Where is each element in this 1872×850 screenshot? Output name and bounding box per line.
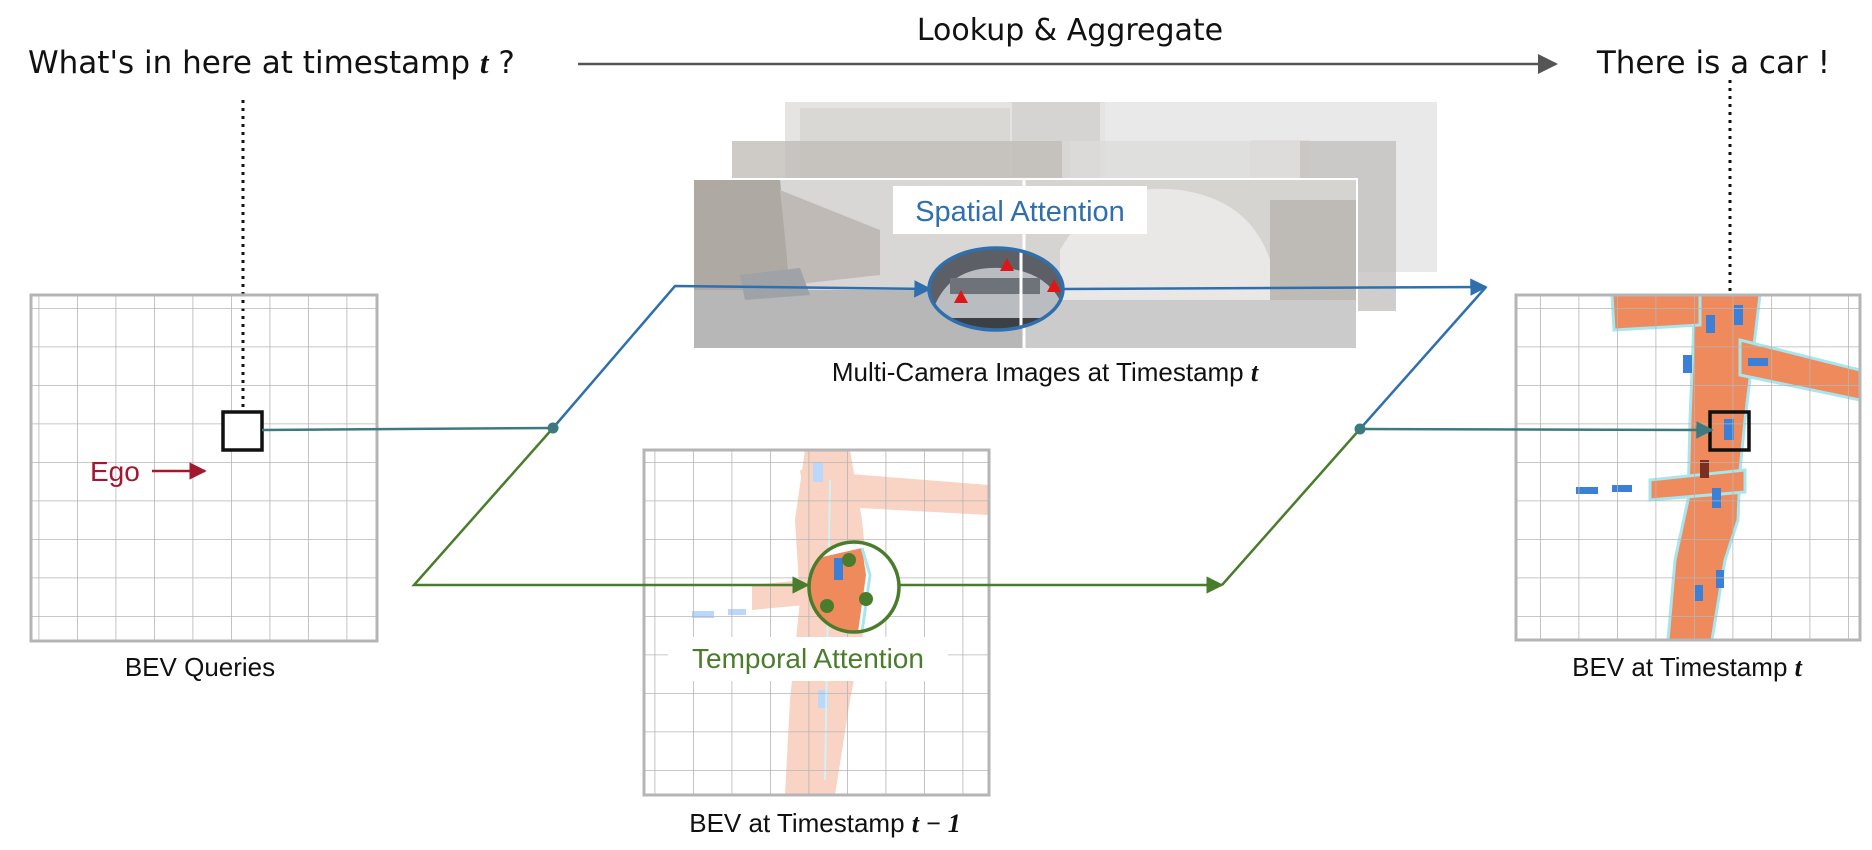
temporal-attention-label: Temporal Attention — [692, 643, 924, 674]
triangle-marker-icon — [1047, 279, 1061, 292]
reference-point-icon — [842, 553, 856, 567]
bev-output-caption: BEV at Timestamp t — [1572, 652, 1803, 682]
triangle-marker-icon — [1000, 258, 1014, 271]
ego-label: Ego — [90, 456, 140, 487]
bev-queries-caption: BEV Queries — [125, 652, 275, 682]
bev-queries-grid — [29, 293, 379, 643]
reference-point-icon — [859, 592, 873, 606]
reference-point-icon — [820, 599, 834, 613]
bev-output-grid — [1514, 293, 1862, 642]
temporal-merge-line — [1221, 428, 1361, 586]
camera-images-caption: Multi-Camera Images at Timestamp t — [832, 357, 1259, 387]
question-text: What's in here at timestamp t ? — [28, 45, 515, 81]
merge-node — [1354, 423, 1366, 435]
temporal-zoom-region — [807, 540, 901, 634]
triangle-marker-icon — [954, 290, 968, 303]
split-node — [547, 422, 559, 434]
spatial-attention-label-bg — [893, 186, 1147, 234]
query-cell — [221, 410, 264, 452]
bev-prev-caption: BEV at Timestamp t − 1 — [689, 808, 961, 838]
temporal-attention-label-bg — [668, 637, 948, 681]
spatial-zoom-region — [927, 246, 1065, 332]
query-to-node-line — [261, 426, 554, 432]
process-label: Lookup & Aggregate — [917, 13, 1223, 48]
spatial-merge-line — [1359, 286, 1487, 430]
bev-prev-grid — [642, 448, 991, 797]
answer-text: There is a car ! — [1596, 45, 1830, 81]
node-to-output-line — [1359, 421, 1714, 439]
spatial-path-out — [1062, 278, 1488, 296]
spatial-path-in — [552, 280, 932, 429]
temporal-path-in — [411, 427, 810, 594]
spatial-attention-label: Spatial Attention — [915, 196, 1125, 228]
